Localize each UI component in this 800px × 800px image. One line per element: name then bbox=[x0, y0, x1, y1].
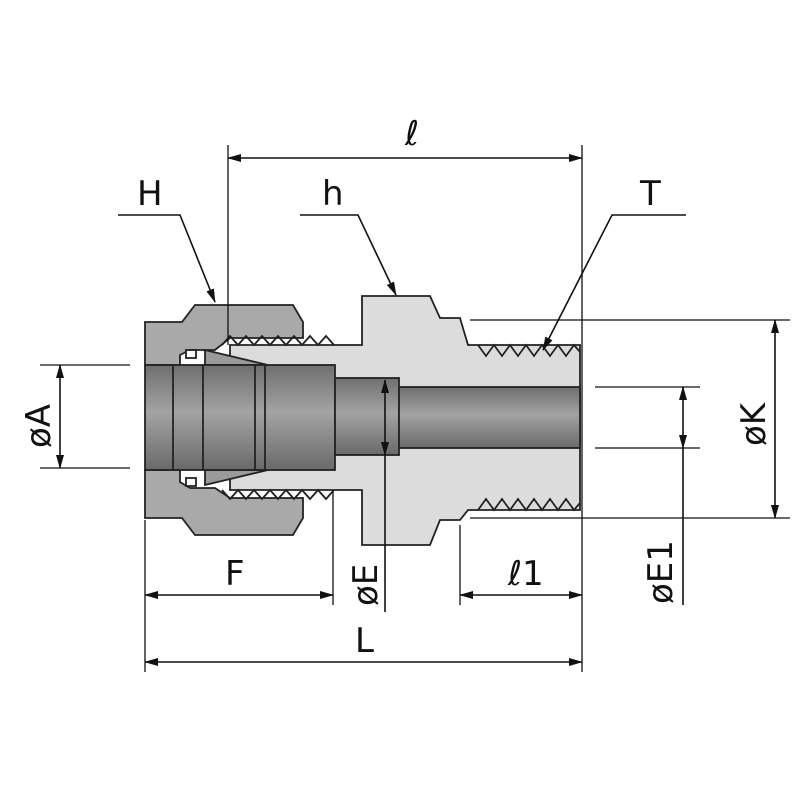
label-h: h bbox=[322, 174, 344, 214]
back-ferrule-top bbox=[185, 349, 197, 359]
nut-thread-bottom bbox=[221, 488, 335, 501]
label-l1: ℓ1 bbox=[507, 554, 544, 594]
label-F: F bbox=[225, 554, 245, 594]
body-thread-top bbox=[477, 343, 581, 358]
back-ferrule-bottom bbox=[185, 477, 197, 487]
body-thread-bottom bbox=[477, 497, 581, 512]
bore-step bbox=[334, 377, 400, 456]
leader-T bbox=[542, 214, 686, 351]
bore bbox=[398, 386, 581, 449]
label-K: øK bbox=[734, 401, 774, 446]
nut-bottom bbox=[144, 469, 304, 536]
label-L: L bbox=[355, 621, 374, 661]
label-E1: øE1 bbox=[641, 540, 681, 604]
label-l: ℓ bbox=[404, 114, 419, 154]
label-H: H bbox=[137, 174, 163, 214]
label-T: T bbox=[639, 174, 661, 214]
nut-thread-top bbox=[221, 334, 335, 347]
leader-h bbox=[300, 214, 397, 296]
leader-H bbox=[118, 214, 216, 303]
label-A: øA bbox=[19, 404, 59, 448]
label-E: øE bbox=[346, 564, 386, 606]
